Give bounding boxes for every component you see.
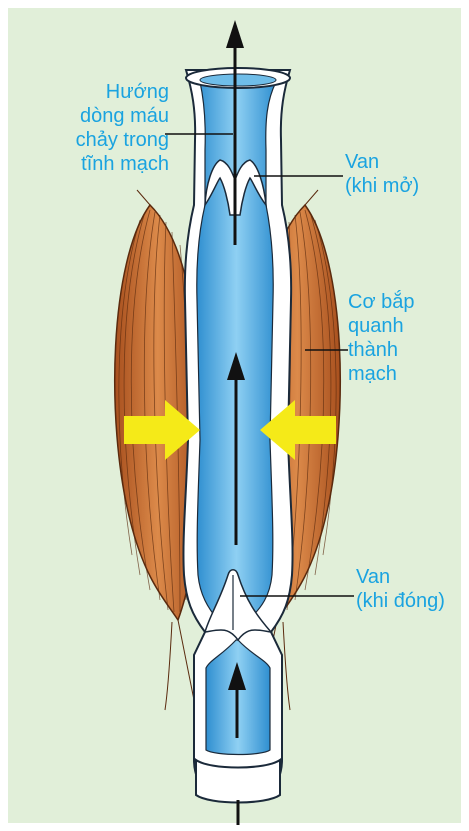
label-valve-open: Van (khi mở) xyxy=(345,150,419,198)
label-blood-flow-direction: Hướng dòng máu chảy trong tĩnh mạch xyxy=(9,80,169,176)
label-muscle: Cơ bắp quanh thành mạch xyxy=(348,290,414,386)
label-valve-closed: Van (khi đóng) xyxy=(356,565,445,613)
